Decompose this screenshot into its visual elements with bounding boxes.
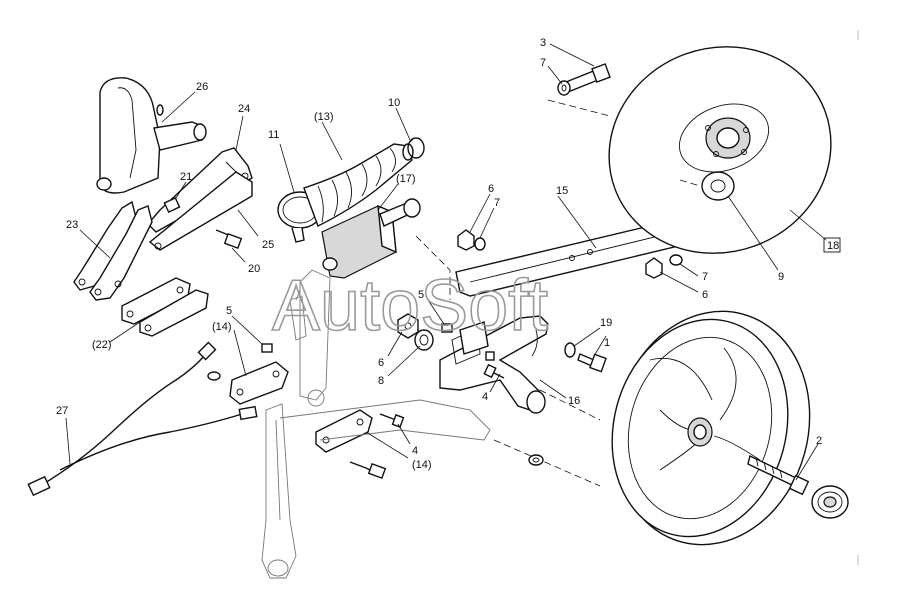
label-21: 21 bbox=[180, 171, 192, 183]
part-18-disc bbox=[608, 46, 832, 254]
frame-outline bbox=[261, 235, 601, 579]
label-5-center: 5 bbox=[418, 289, 424, 301]
part-24-slide-plate bbox=[147, 147, 253, 251]
part-26-cover bbox=[96, 77, 207, 194]
label-9: 9 bbox=[778, 271, 784, 283]
part-1-bolt bbox=[577, 353, 607, 373]
part-17-actuator bbox=[321, 198, 421, 279]
part-20-bolt bbox=[215, 229, 243, 249]
part-23-bracket bbox=[73, 200, 153, 301]
label-8: 8 bbox=[378, 375, 384, 387]
part-14-plate-left bbox=[207, 343, 289, 405]
label-14-right: (14) bbox=[412, 459, 432, 471]
part-7-washer-arm bbox=[474, 237, 486, 251]
part-5-nut-center bbox=[441, 323, 453, 333]
label-23: 23 bbox=[66, 219, 78, 231]
label-3: 3 bbox=[540, 37, 546, 49]
part-6-nut-left bbox=[397, 313, 419, 339]
part-5-nut-left bbox=[261, 343, 273, 353]
part-19-washer bbox=[564, 342, 576, 358]
part-6-nut-arm bbox=[457, 229, 486, 251]
leader-lines bbox=[65, 43, 827, 481]
label-1: 1 bbox=[604, 337, 610, 349]
label-4-center: 4 bbox=[482, 391, 488, 403]
assembly-line bbox=[547, 99, 611, 117]
label-6-top: 6 bbox=[488, 183, 494, 195]
label-24: 24 bbox=[238, 103, 250, 115]
part-4-bolt-center bbox=[483, 363, 505, 379]
part-8-bushing bbox=[414, 329, 434, 351]
part-2-axle-bolt bbox=[747, 454, 810, 496]
part-9-hub bbox=[701, 171, 735, 201]
part-labels: 26 24 21 23 25 20 (22) 5 (14) 27 (14) 4 … bbox=[56, 37, 841, 471]
label-27: 27 bbox=[56, 405, 68, 417]
label-11: 11 bbox=[268, 129, 279, 141]
label-4-left: 4 bbox=[412, 445, 418, 457]
part-10-circlip bbox=[407, 137, 425, 159]
part-21-bolt bbox=[163, 197, 181, 213]
label-16: 16 bbox=[568, 395, 580, 407]
label-7-right: 7 bbox=[702, 271, 708, 283]
label-19: 19 bbox=[600, 317, 612, 329]
gauge-wheel bbox=[611, 310, 811, 546]
assembly-line bbox=[679, 179, 701, 187]
label-18-box bbox=[823, 237, 841, 253]
part-16-arm-bracket bbox=[439, 315, 549, 414]
label-5-left: 5 bbox=[226, 305, 232, 317]
label-10: 10 bbox=[388, 97, 400, 109]
part-7-washer-right bbox=[669, 254, 683, 266]
label-25: 25 bbox=[262, 239, 274, 251]
label-6-left: 6 bbox=[378, 357, 384, 369]
label-7-top: 7 bbox=[494, 197, 500, 209]
label-22: (22) bbox=[92, 339, 112, 351]
part-7-washer-disc bbox=[557, 80, 571, 96]
label-20: 20 bbox=[248, 263, 260, 275]
label-6-right: 6 bbox=[702, 289, 708, 301]
part-14-plate-right bbox=[315, 409, 405, 479]
label-17: (17) bbox=[396, 173, 416, 185]
washer-bottom bbox=[528, 454, 544, 466]
label-7-disc: 7 bbox=[540, 57, 546, 69]
label-15: 15 bbox=[556, 185, 568, 197]
label-18: 18 bbox=[827, 240, 839, 252]
watermark: AutoSoft bbox=[272, 266, 548, 346]
part-6-nut-right bbox=[645, 254, 683, 279]
part-22-plates bbox=[121, 277, 209, 337]
label-26: 26 bbox=[196, 81, 208, 93]
label-14-left: (14) bbox=[212, 321, 232, 333]
label-2: 2 bbox=[816, 435, 822, 447]
hub-cap bbox=[811, 485, 849, 519]
part-3-bolt bbox=[565, 63, 611, 93]
part-27-harness bbox=[27, 341, 258, 497]
label-13: (13) bbox=[314, 111, 334, 123]
